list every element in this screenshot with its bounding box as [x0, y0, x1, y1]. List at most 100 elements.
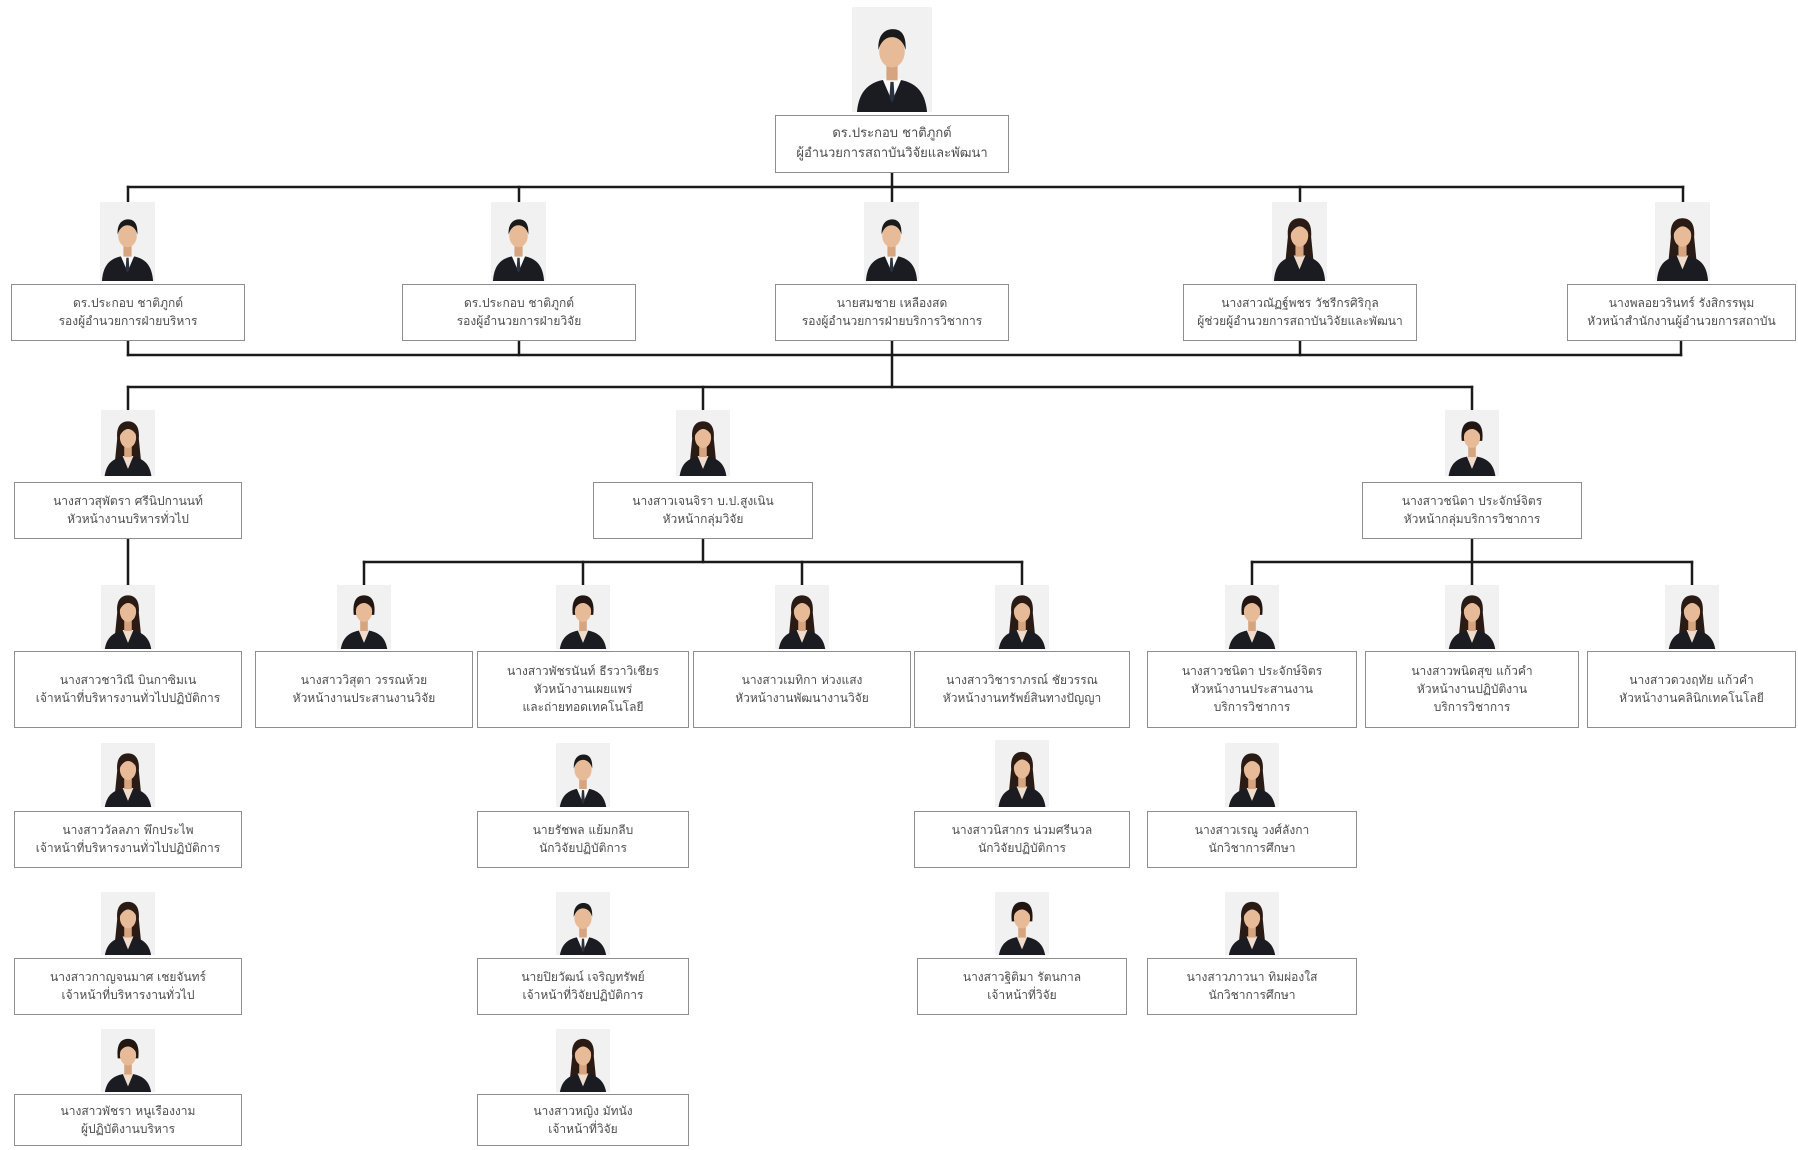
person-title: หัวหน้างานทรัพย์สินทางปัญญา	[942, 691, 1102, 705]
person-title: บริการวิชาการ	[1433, 700, 1511, 714]
org-box-deputy: นางสาวณัฏฐ์พชร วัชรีกรศิริกุล ผู้ช่วยผู้…	[1183, 284, 1417, 341]
org-box-deputy: ดร.ประกอบ ชาติภูกต์ รองผู้อำนวยการฝ่ายวิ…	[402, 284, 636, 341]
portrait-photo	[775, 585, 829, 649]
person-title: เจ้าหน้าที่บริหารงานทั่วไปปฏิบัติการ	[35, 691, 221, 705]
person-title: นักวิชาการศึกษา	[1208, 988, 1296, 1002]
portrait-photo	[337, 585, 391, 649]
person-name: นายปิยวัฒน์ เจริญทรัพย์	[521, 970, 645, 984]
org-box-staff: นางสาวนิสากร น่วมศรีนวล นักวิจัยปฏิบัติก…	[914, 811, 1130, 868]
person-title: ผู้ปฏิบัติงานบริหาร	[80, 1121, 176, 1136]
person-name: นางสาวดวงฤทัย แก้วคำ	[1629, 673, 1754, 687]
org-box-group-head: นางสาวสุพัตรา ศรีนิปกานนท์ หัวหน้างานบริ…	[14, 482, 242, 539]
org-box-deputy: ดร.ประกอบ ชาติภูกต์ รองผู้อำนวยการฝ่ายบร…	[11, 284, 245, 341]
person-title: หัวหน้างานคลินิกเทคโนโลยี	[1619, 691, 1764, 705]
person-name: นายรัชพล แย้มกลีบ	[532, 823, 634, 837]
org-box-deputy: นายสมชาย เหลืองสด รองผู้อำนวยการฝ่ายบริก…	[775, 284, 1009, 341]
person-title: เจ้าหน้าที่วิจัยปฏิบัติการ	[522, 988, 644, 1002]
portrait-photo	[101, 892, 155, 955]
portrait-photo	[1225, 585, 1279, 649]
portrait-photo	[101, 743, 155, 807]
portrait-photo	[995, 585, 1049, 649]
org-box-staff: นางสาวกาญจนมาศ เชยจันทร์ เจ้าหน้าที่บริห…	[14, 958, 242, 1015]
org-box-group-head: นางสาวชนิดา ประจักษ์จิตร หัวหน้ากลุ่มบริ…	[1362, 482, 1582, 539]
person-name: นางสาวเจนจิรา บ.ป.สูงเนิน	[632, 494, 774, 508]
org-box-unit-head: นางสาวพนิดสุข แก้วคำ หัวหน้างานปฏิบัติงา…	[1365, 651, 1579, 728]
org-box-staff: นางสาวเรณู วงศ์ลังกา นักวิชาการศึกษา	[1147, 811, 1357, 868]
org-box-unit-head: นางสาววิชาราภรณ์ ชัยวรรณ หัวหน้างานทรัพย…	[914, 651, 1130, 728]
person-title: นักวิชาการศึกษา	[1208, 841, 1296, 855]
person-title: รองผู้อำนวยการฝ่ายวิจัย	[456, 314, 582, 328]
person-name: นางสาวฐิติมา รัตนกาล	[962, 970, 1082, 984]
person-name: นางสาวเรณู วงศ์ลังกา	[1194, 823, 1310, 837]
portrait-photo	[556, 1029, 610, 1092]
portrait-photo	[1445, 585, 1499, 649]
org-box-unit-head: นางสาวดวงฤทัย แก้วคำ หัวหน้างานคลินิกเทค…	[1587, 651, 1796, 728]
person-title: เจ้าหน้าที่วิจัย	[548, 1121, 618, 1136]
person-name: นางสาวภาวนา ทิมผ่องใส	[1186, 970, 1318, 984]
person-name: นางสาววิชาราภรณ์ ชัยวรรณ	[946, 673, 1098, 687]
portrait-photo	[1272, 202, 1327, 281]
portrait-photo	[1445, 410, 1499, 476]
person-title: ผู้ช่วยผู้อำนวยการสถาบันวิจัยและพัฒนา	[1197, 314, 1403, 328]
org-box-staff: นายปิยวัฒน์ เจริญทรัพย์ เจ้าหน้าที่วิจัย…	[477, 958, 689, 1015]
person-title: หัวหน้าสำนักงานผู้อำนวยการสถาบัน	[1587, 314, 1776, 328]
person-name: ดร.ประกอบ ชาติภูกต์	[72, 296, 184, 310]
org-box-staff: นางสาวชาวิณี บินกาซิมเน เจ้าหน้าที่บริหา…	[14, 651, 242, 728]
portrait-photo	[1665, 585, 1719, 649]
portrait-photo	[995, 740, 1049, 807]
person-name: นางพลอยวรินทร์ รังสิกรรพุม	[1608, 296, 1755, 310]
person-title: หัวหน้างานพัฒนางานวิจัย	[735, 691, 869, 705]
person-name: นางสาววิสุตา วรรณห้วย	[300, 673, 428, 687]
person-title: หัวหน้างานประสานงาน	[1191, 682, 1313, 696]
person-name: ดร.ประกอบ ชาติภูกต์	[463, 296, 575, 310]
person-name: นางสาวชนิดา ประจักษ์จิตร	[1401, 494, 1543, 508]
portrait-photo	[556, 585, 610, 649]
person-name: นางสาวกาญจนมาศ เชยจันทร์	[49, 970, 206, 984]
person-name: นางสาวหญิง มัทนัง	[533, 1103, 633, 1118]
person-name: นางสาวพนิดสุข แก้วคำ	[1411, 664, 1533, 678]
person-title: หัวหน้ากลุ่มวิจัย	[662, 512, 744, 526]
person-title: เจ้าหน้าที่บริหารงานทั่วไปปฏิบัติการ	[35, 841, 221, 855]
portrait-photo	[1655, 202, 1710, 281]
org-box-staff: นางสาวฐิติมา รัตนกาล เจ้าหน้าที่วิจัย	[917, 958, 1127, 1015]
org-box-staff: นางสาวพัชรา หนูเรืองงาม ผู้ปฏิบัติงานบริ…	[14, 1094, 242, 1146]
org-box-unit-head: นางสาววิสุตา วรรณห้วย หัวหน้างานประสานงา…	[255, 651, 473, 728]
org-box-staff: นางสาวหญิง มัทนัง เจ้าหน้าที่วิจัย	[477, 1094, 689, 1146]
person-name: นางสาววัลลภา พึกประไพ	[62, 823, 194, 837]
person-name: นางสาวสุพัตรา ศรีนิปกานนท์	[53, 494, 203, 508]
org-box-unit-head: นางสาวชนิดา ประจักษ์จิตร หัวหน้างานประสา…	[1147, 651, 1357, 728]
person-title: หัวหน้างานบริหารทั่วไป	[67, 512, 189, 526]
portrait-photo	[864, 202, 919, 281]
portrait-photo	[852, 7, 932, 112]
portrait-photo	[556, 892, 610, 955]
person-title: และถ่ายทอดเทคโนโลยี	[522, 700, 644, 714]
person-name: นางสาวพัชรา หนูเรืองงาม	[60, 1103, 196, 1118]
org-box-unit-head: นางสาวพัชรนันท์ ธีรวาวิเชียร หัวหน้างานเ…	[477, 651, 689, 728]
person-name: นางสาวณัฏฐ์พชร วัชรีกรศิริกุล	[1221, 296, 1379, 310]
org-box-group-head: นางสาวเจนจิรา บ.ป.สูงเนิน หัวหน้ากลุ่มวิ…	[593, 482, 813, 539]
person-title: เจ้าหน้าที่วิจัย	[987, 988, 1057, 1002]
person-name: ดร.ประกอบ ชาติภูกต์	[832, 126, 952, 142]
person-name: นางสาวเมทิกา ห่วงแสง	[741, 673, 863, 687]
portrait-photo	[101, 585, 155, 649]
person-title: บริการวิชาการ	[1213, 700, 1291, 714]
person-name: นายสมชาย เหลืองสด	[836, 296, 948, 310]
person-name: นางสาวนิสากร น่วมศรีนวล	[951, 823, 1093, 837]
org-box-staff: นางสาวภาวนา ทิมผ่องใส นักวิชาการศึกษา	[1147, 958, 1357, 1015]
portrait-photo	[1225, 892, 1279, 955]
person-title: เจ้าหน้าที่บริหารงานทั่วไป	[61, 988, 195, 1002]
portrait-photo	[676, 410, 730, 476]
person-title: หัวหน้างานปฏิบัติงาน	[1416, 682, 1528, 696]
portrait-photo	[995, 892, 1049, 955]
person-title: นักวิจัยปฏิบัติการ	[539, 841, 627, 855]
person-title: ผู้อำนวยการสถาบันวิจัยและพัฒนา	[796, 145, 988, 161]
org-box-staff: นางสาววัลลภา พึกประไพ เจ้าหน้าที่บริหารง…	[14, 811, 242, 868]
portrait-photo	[101, 1029, 155, 1092]
person-name: นางสาวพัชรนันท์ ธีรวาวิเชียร	[507, 664, 659, 678]
person-name: นางสาวชาวิณี บินกาซิมเน	[59, 673, 197, 687]
portrait-photo	[1225, 743, 1279, 807]
person-title: หัวหน้างานประสานงานวิจัย	[292, 691, 436, 705]
org-box-staff: นายรัชพล แย้มกลีบ นักวิจัยปฏิบัติการ	[477, 811, 689, 868]
org-box-unit-head: นางสาวเมทิกา ห่วงแสง หัวหน้างานพัฒนางานว…	[693, 651, 911, 728]
portrait-photo	[101, 410, 155, 476]
